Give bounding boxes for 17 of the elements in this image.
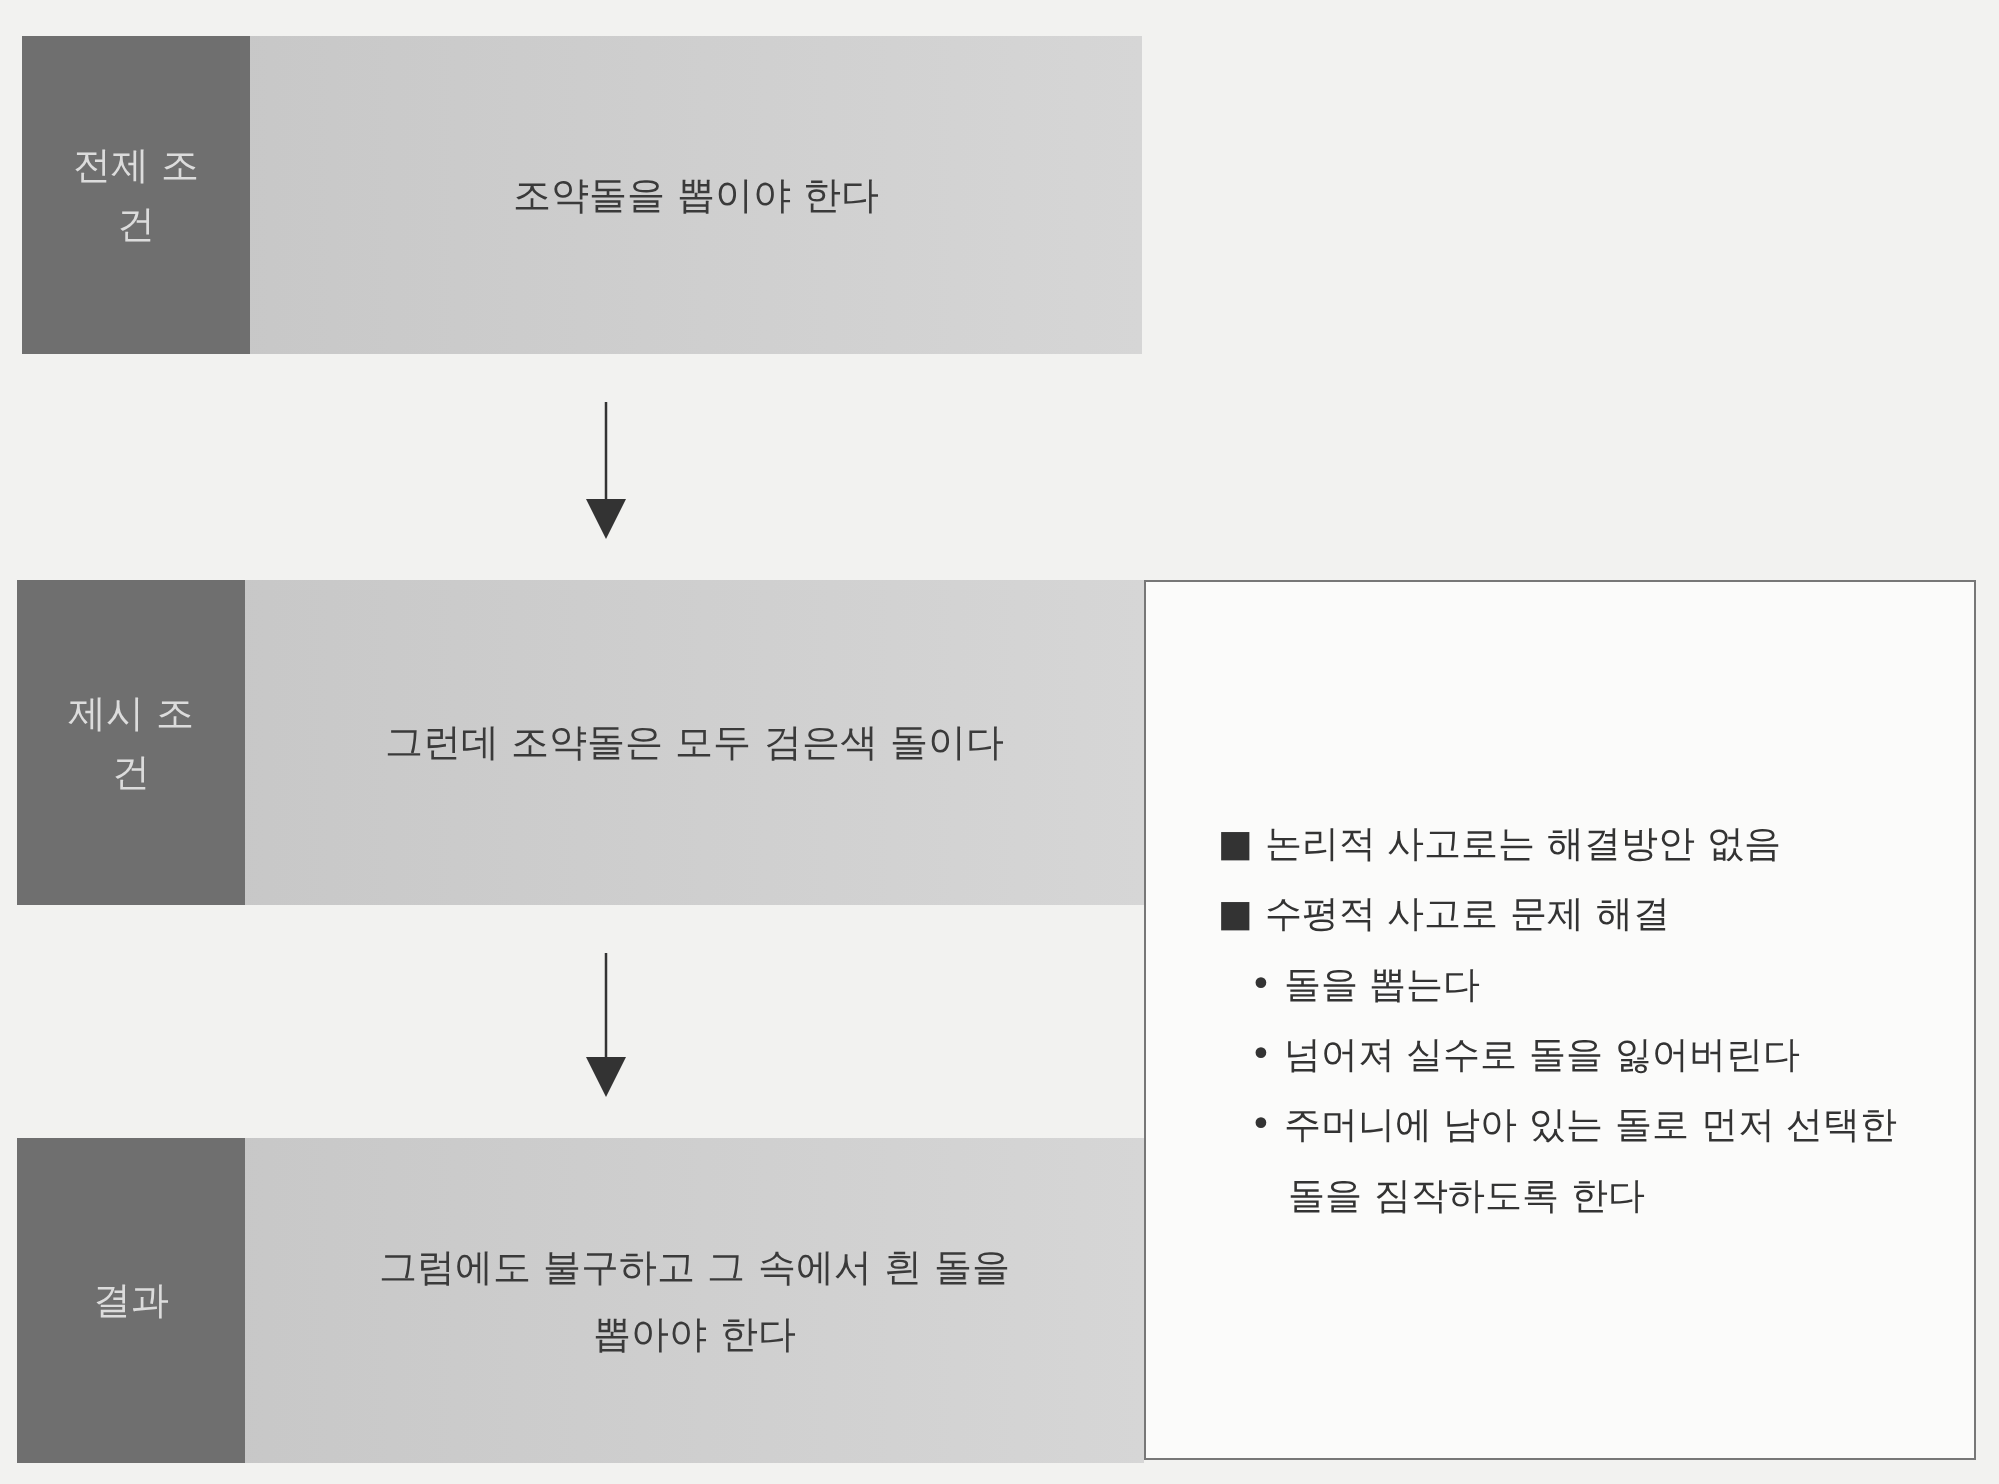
- step-label: 전제 조건: [22, 36, 250, 354]
- flow-step-box: [17, 580, 1144, 905]
- arrow: [586, 953, 626, 1097]
- list-item: • 넘어져 실수로 돌을 잃어버린다: [1249, 1032, 1801, 1078]
- step-text: 그런데 조약돌은 모두 검은색 돌이다: [384, 719, 1005, 767]
- list-item: • 주머니에 남아 있는 돌로 먼저 선택한 돌을 짐작하도록 한다: [1249, 1102, 1899, 1219]
- flow-step-box: [17, 1138, 1144, 1463]
- note-box: [1144, 580, 1976, 1460]
- step-text: 조약돌을 뽑이야 한다: [511, 171, 881, 219]
- list-item: ■ 논리적 사고로는 해결방안 없음: [1218, 821, 1782, 868]
- step-label: 제시 조건: [17, 580, 245, 905]
- list-item: ■ 수평적 사고로 문제 해결: [1218, 891, 1671, 938]
- list-item: • 돌을 뽑는다: [1249, 961, 1482, 1008]
- step-text: 그럼에도 불구하고 그 속에서 흰 돌을 뽑아야 한다: [378, 1244, 1011, 1358]
- flow-step-box: [22, 36, 1142, 354]
- step-label: 결과: [17, 1138, 245, 1463]
- arrow: [586, 402, 626, 539]
